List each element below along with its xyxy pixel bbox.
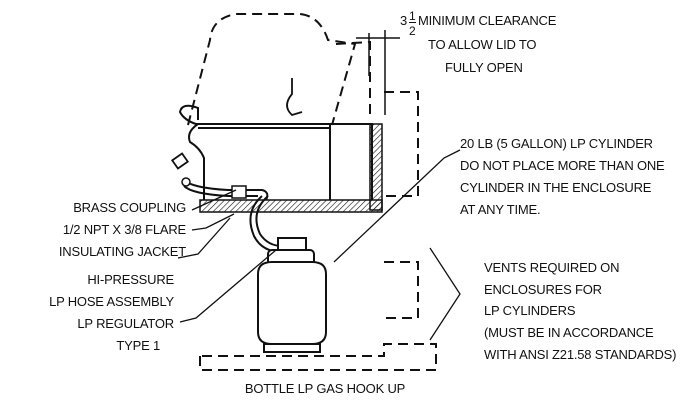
- label-lp-hose-assembly: LP HOSE ASSEMBLY: [49, 294, 174, 309]
- burner-valve: [181, 177, 191, 187]
- label-brass-coupling: BRASS COUPLING: [73, 200, 186, 215]
- clearance-dimension: [356, 30, 400, 115]
- lid-back-edge: [335, 40, 371, 120]
- label-lp-regulator: LP REGULATOR: [77, 316, 174, 331]
- cylinder-note-line2: DO NOT PLACE MORE THAN ONE: [460, 158, 665, 173]
- clearance-text-line3: FULLY OPEN: [445, 60, 523, 75]
- label-hi-pressure: HI-PRESSURE: [87, 272, 174, 287]
- clearance-text-line2: TO ALLOW LID TO: [428, 37, 537, 52]
- label-coupling-size: 1/2 NPT X 3/8 FLARE: [62, 222, 186, 237]
- clearance-whole-number: 3: [400, 13, 408, 28]
- grill-lid-open: [187, 13, 357, 126]
- leader-lines: [177, 149, 461, 341]
- cylinder-note-line3: CYLINDER IN THE ENCLOSURE: [460, 180, 652, 195]
- brass-coupling: [231, 185, 247, 199]
- clearance-text-line1: MINIMUM CLEARANCE: [418, 13, 557, 28]
- vents-note-line2: ENCLOSURES FOR: [484, 282, 602, 297]
- diagram-caption: BOTTLE LP GAS HOOK UP: [244, 381, 406, 396]
- label-regulator-type: TYPE 1: [116, 338, 160, 353]
- vents-note-line5: WITH ANSI Z21.58 STANDARDS): [484, 347, 677, 362]
- fraction-bar: [409, 22, 416, 23]
- cylinder-note-line4: AT ANY TIME.: [460, 202, 541, 217]
- enclosure-outline: [199, 91, 437, 371]
- vents-note-line4: (MUST BE IN ACCORDANCE: [484, 325, 654, 340]
- clearance-fraction-numerator: 1: [409, 9, 416, 23]
- clearance-fraction-denominator: 2: [409, 24, 416, 38]
- grill-body: [178, 104, 373, 200]
- enclosure-counter: [199, 123, 383, 213]
- lid-handle: [286, 78, 303, 117]
- cylinder-note-line1: 20 LB (5 GALLON) LP CYLINDER: [460, 136, 653, 151]
- vents-note-line1: VENTS REQUIRED ON: [484, 260, 620, 275]
- label-insulating-jacket: INSULATING JACKET: [58, 244, 186, 259]
- vents-note-line3: LP CYLINDERS: [484, 303, 576, 318]
- control-knob: [170, 152, 190, 170]
- lp-cylinder: [257, 237, 327, 353]
